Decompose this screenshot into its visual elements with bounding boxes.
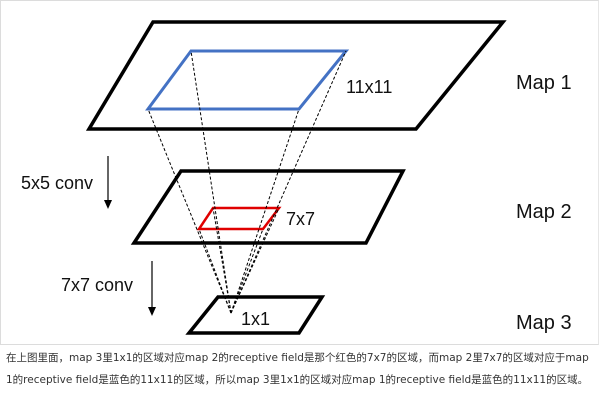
figure-caption: 在上图里面，map 3里1x1的区域对应map 2的receptive fiel…	[6, 352, 589, 386]
region-7x7	[196, 206, 282, 231]
projection-line	[190, 50, 232, 314]
map-3-plane	[185, 295, 326, 335]
projection-line	[230, 108, 300, 314]
region-11x11	[145, 49, 350, 111]
map-label-2: Map 2	[516, 201, 572, 223]
down-arrow-icon	[148, 261, 156, 316]
map-1-plane	[85, 20, 507, 131]
map-2-plane	[130, 169, 406, 245]
conv-label-7x7: 7x7 conv	[61, 275, 133, 295]
projection-line	[212, 207, 232, 314]
map-label-3: Map 3	[516, 312, 572, 334]
down-arrow-icon	[104, 156, 112, 209]
region-label-7x7: 7x7	[286, 209, 315, 229]
projection-line	[147, 108, 232, 314]
map-label-1: Map 1	[516, 72, 572, 94]
receptive-field-diagram: 11x11 7x7 1x1 Map 1 Map 2 Map 3 5x5 conv…	[0, 0, 599, 345]
region-label-1x1: 1x1	[241, 309, 270, 329]
projection-lines	[147, 50, 347, 314]
projection-line	[230, 207, 280, 314]
region-label-11x11: 11x11	[346, 77, 392, 97]
diagram-canvas: 11x11 7x7 1x1 Map 1 Map 2 Map 3 5x5 conv…	[21, 20, 572, 335]
projection-line	[230, 50, 347, 314]
conv-label-5x5: 5x5 conv	[21, 173, 93, 193]
